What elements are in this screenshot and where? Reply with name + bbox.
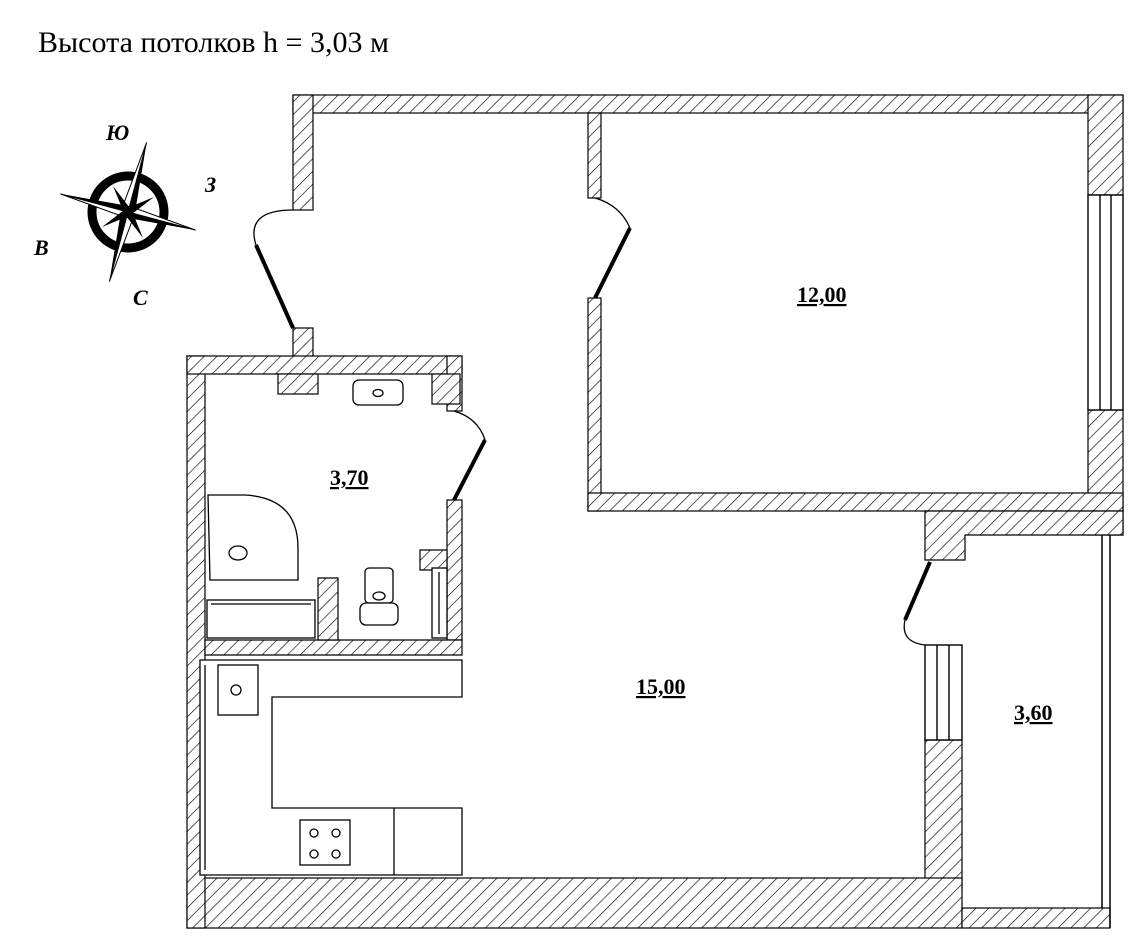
bath-shelf xyxy=(206,599,316,639)
wall-right-upper xyxy=(1087,94,1124,196)
window-bedroom xyxy=(1087,194,1124,411)
compass-label-north: С xyxy=(133,285,148,310)
wall-partition-upper xyxy=(587,112,602,199)
wall-left-upper xyxy=(292,94,314,211)
room-area-bedroom: 12,00 xyxy=(797,282,847,307)
wall-balcony-top xyxy=(924,510,1124,561)
bathroom-fixtures xyxy=(206,379,448,639)
sink-icon xyxy=(217,664,259,716)
compass-label-east: В xyxy=(33,235,49,260)
door-bedroom xyxy=(593,197,632,299)
door-balcony xyxy=(903,561,932,646)
wall-left-stub xyxy=(292,327,314,359)
wall-niche-right xyxy=(431,373,461,405)
washing-machine-icon xyxy=(431,567,448,639)
wall-balcony-bottom xyxy=(961,907,1111,929)
shower-tray-icon xyxy=(207,494,299,581)
wall-bottom xyxy=(186,877,963,929)
room-area-large: 15,00 xyxy=(636,674,686,699)
room-area-bathroom: 3,70 xyxy=(330,465,369,490)
window-balcony xyxy=(924,644,963,741)
wall-bathroom-top xyxy=(186,355,463,375)
door-entrance xyxy=(253,209,295,329)
windows xyxy=(924,194,1124,741)
wall-bathroom-notch xyxy=(419,549,448,571)
room-area-balcony: 3,60 xyxy=(1014,700,1053,725)
stove-icon xyxy=(299,819,351,866)
compass-label-west: З xyxy=(204,172,216,197)
doors xyxy=(253,197,932,646)
compass-icon xyxy=(60,142,196,282)
wall-bedroom-bottom xyxy=(587,492,1124,512)
wall-bathroom-bottom xyxy=(204,639,463,656)
ceiling-height-label: Высота потолков h = 3,03 м xyxy=(38,26,389,59)
walls xyxy=(186,94,1124,929)
wall-niche-left xyxy=(277,373,319,395)
balcony xyxy=(1101,535,1111,928)
kitchen-counter xyxy=(199,659,463,876)
washbasin-icon xyxy=(352,379,404,406)
kitchen xyxy=(199,659,463,876)
wall-bathroom-right-lower xyxy=(446,499,463,641)
toilet-icon xyxy=(359,567,399,626)
wall-main-right xyxy=(924,739,963,891)
wall-top xyxy=(292,94,1124,114)
wall-bathroom-inner-ledge xyxy=(317,577,339,641)
wall-partition-lower xyxy=(587,297,602,512)
compass-label-south: Ю xyxy=(105,120,129,145)
door-bathroom xyxy=(452,410,487,501)
